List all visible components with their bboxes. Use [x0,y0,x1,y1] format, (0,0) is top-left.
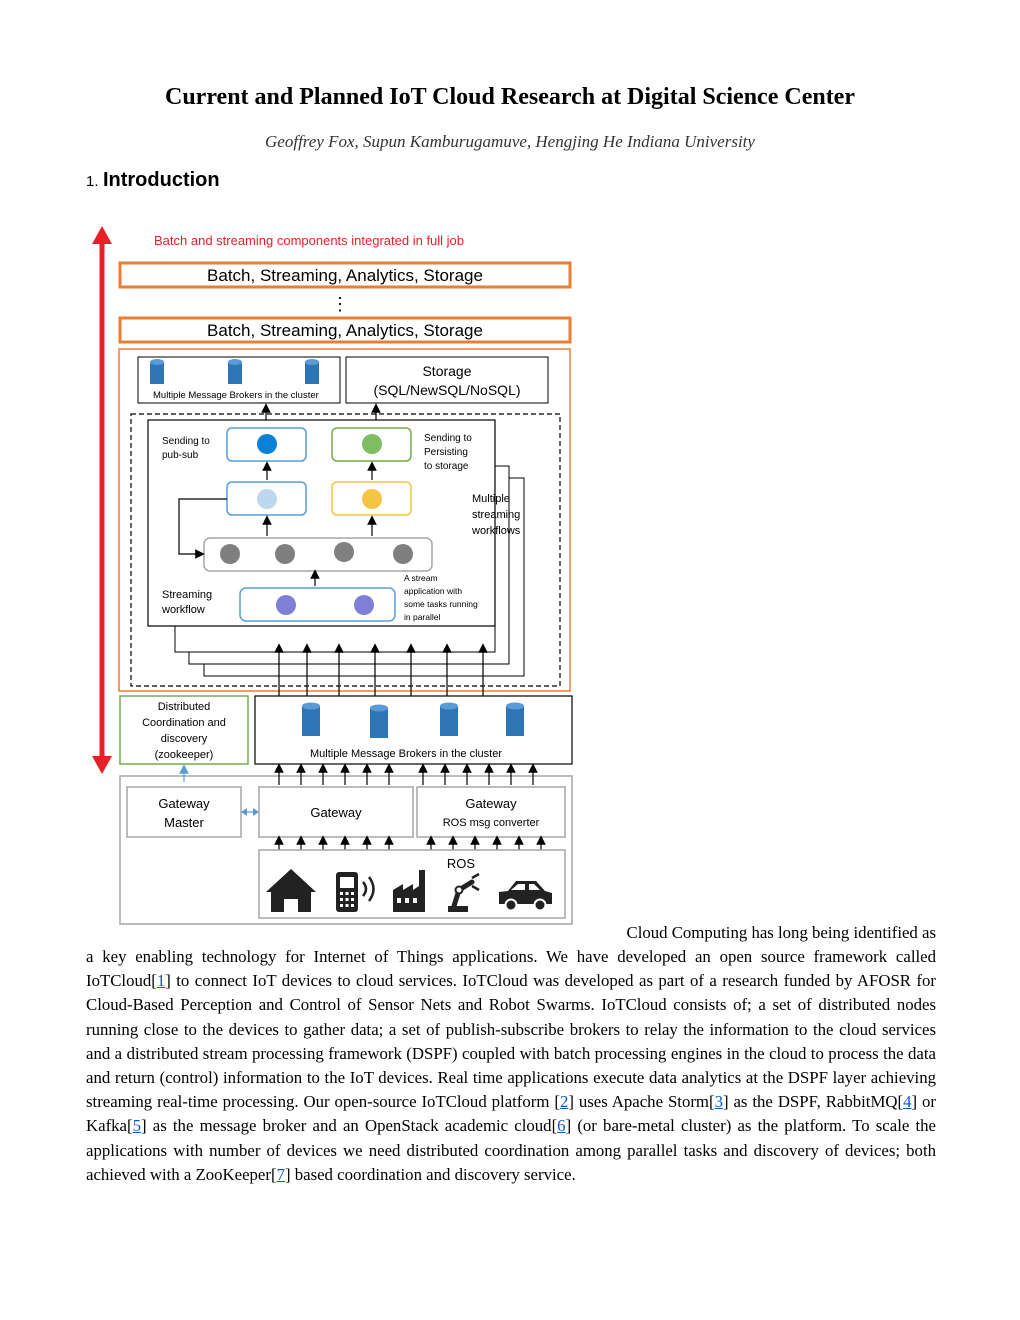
streaming-workflow-line2: workflow [161,604,205,616]
paragraph-lead: Cloud Computing has long being identifie… [626,923,937,942]
section-heading: 1. Introduction [86,169,220,192]
stream-app-line1: A stream [404,573,438,583]
stream-app-node-1 [276,595,296,615]
reference-link-1[interactable]: 1 [156,971,166,991]
factory-icon [393,870,425,912]
section-title: Introduction [102,169,220,191]
body-text: a key enabling technology for Internet o… [86,947,936,991]
gateway-ros-box [416,786,566,838]
layer-label-second: Batch, Streaming, Analytics, Storage [207,321,483,340]
sending-pubsub-line2: pub-sub [162,450,199,461]
master-gateway-link [241,808,259,816]
figure-header-note: Batch and streaming components integrate… [154,233,464,248]
layer-box-second [118,316,572,344]
body-text: ] uses Apache Storm[ [568,1092,715,1112]
coordination-box [119,695,249,765]
stream-app-box [239,587,396,622]
persist-task-node [362,434,382,454]
broker-cylinders-bottom [302,702,524,738]
coordination-line3: discovery [161,733,208,745]
architecture-figure: Batch and streaming components integrate… [86,222,586,927]
gateway-to-broker-arrows [274,763,538,785]
reference-link-5[interactable]: 5 [132,1116,141,1136]
streaming-layer-box [118,348,571,692]
gateway-master-line1: Gateway [158,796,210,811]
gateway-ros-line2: ROS msg converter [443,817,540,829]
stream-app-node-2 [354,595,374,615]
pubsub-task-node [257,434,277,454]
brokers-bottom-label: Multiple Message Brokers in the cluster [310,748,502,760]
vertical-ellipsis: ⋮ [331,294,349,314]
sending-persist-line3: to storage [424,461,469,472]
reference-link-2[interactable]: 2 [559,1092,569,1112]
reference-link-6[interactable]: 6 [557,1116,566,1136]
section-number: 1. [86,173,99,190]
robot-arm-icon [448,872,480,912]
authors-line: Geoffrey Fox, Supun Kamburugamuve, Hengj… [265,132,755,151]
car-icon [499,881,552,912]
broker-cylinders-top [150,359,319,384]
device-to-gateway-arrows [274,835,546,850]
reference-link-7[interactable]: 7 [276,1164,285,1184]
storage-subtitle: (SQL/NewSQL/NoSQL) [373,382,520,398]
broker-to-workflow-arrows [274,643,488,696]
page-title: Current and Planned IoT Cloud Research a… [165,84,855,110]
reference-link-3[interactable]: 3 [714,1092,723,1112]
streaming-workflow-line1: Streaming [162,589,212,601]
sending-persist-line1: Sending to [424,433,472,444]
paragraph-body: a key enabling technology for Internet o… [86,945,936,1187]
coordination-line1: Distributed [158,701,211,713]
sending-persist-line2: Persisting [424,447,468,458]
body-text: ] as the DSPF, RabbitMQ[ [722,1092,904,1112]
brokers-top-label: Multiple Message Brokers in the cluster [153,390,319,401]
task-node-yellow [362,489,382,509]
storage-title: Storage [422,363,471,379]
body-text: ] as the message broker and an OpenStack… [140,1116,558,1136]
task-node-light-blue [257,489,277,509]
mobile-signal-icon [336,872,375,912]
body-text: ] based coordination and discovery servi… [284,1164,576,1184]
gateway-box [258,786,414,838]
house-icon [266,869,316,912]
multiple-workflows-line1: Multiple [472,493,510,505]
reference-link-4[interactable]: 4 [903,1092,912,1112]
gateway-master-box [126,786,242,838]
stream-app-line2: application with [404,586,462,596]
coordination-line2: Coordination and [142,717,226,729]
gateway-ros-line1: Gateway [465,796,517,811]
sending-pubsub-line1: Sending to [162,436,210,447]
layer-box-top [118,261,572,289]
layer-label-top: Batch, Streaming, Analytics, Storage [207,266,483,285]
body-text: ] to connect IoT devices to cloud servic… [86,971,936,1112]
stream-app-line3: some tasks running [404,599,478,609]
multiple-workflows-line3: workflows [471,525,521,537]
stream-app-line4: in parallel [404,612,440,622]
gateway-master-line2: Master [164,815,204,830]
ros-label: ROS [447,856,476,871]
storage-box [345,356,549,404]
gray-task-nodes [220,542,413,564]
gateway-label: Gateway [310,805,362,820]
body-text: ] or Kafka[ [86,1092,936,1136]
coordination-line4: (zookeeper) [155,749,214,761]
scope-arrow [92,226,112,774]
multiple-workflows-line2: streaming [472,509,520,521]
workflow-dashed-box [130,413,561,687]
body-text: ] (or bare-metal cluster) as the platfor… [86,1116,936,1184]
